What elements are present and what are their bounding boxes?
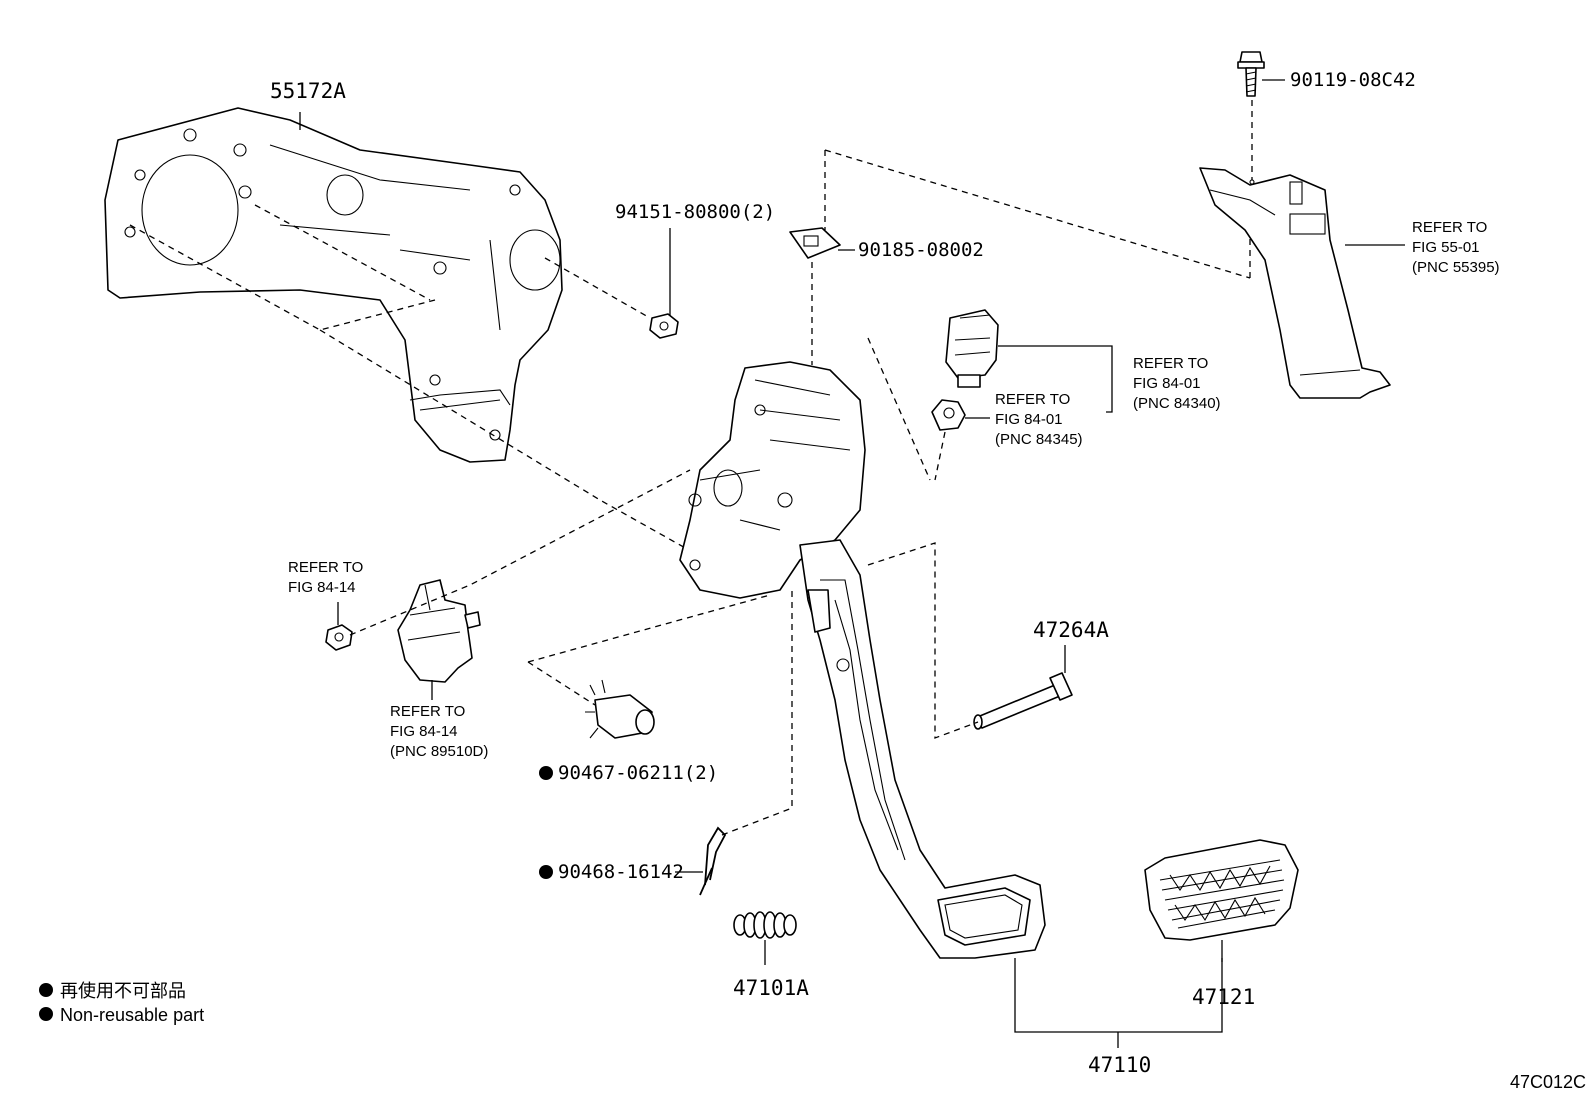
ref-84340-line3: (PNC 84340): [1133, 395, 1221, 412]
pedal-pad-47121: [1144, 839, 1299, 941]
bracket-55172A: [104, 107, 563, 463]
legend-line2: Non-reusable part: [60, 1005, 204, 1025]
brake-pedal-47110: [799, 539, 1046, 959]
legend-dot-1: [39, 983, 53, 997]
label-90467: 90467-06211(2): [558, 762, 718, 784]
stop-lamp-switch-84340: [945, 309, 999, 388]
nut-84-14: [325, 624, 353, 651]
non-reusable-dot-90468: [539, 865, 553, 879]
ref-84340-line1: REFER TO: [1133, 355, 1208, 372]
label-47121: 47121: [1192, 985, 1255, 1009]
label-90119: 90119-08C42: [1290, 69, 1416, 91]
ref-84345-line2: FIG 84-01: [995, 411, 1063, 428]
ref-55395-line1: REFER TO: [1412, 219, 1487, 236]
bracket-55395: [1199, 167, 1391, 399]
bolt-90119: [1237, 51, 1265, 97]
ref-89510-line1: REFER TO: [390, 703, 465, 720]
label-55172A: 55172A: [270, 79, 346, 103]
ref-89510-line2: FIG 84-14: [390, 723, 458, 740]
ref-84340-line2: FIG 84-01: [1133, 375, 1201, 392]
ref-84345-line3: (PNC 84345): [995, 431, 1083, 448]
label-47110: 47110: [1088, 1053, 1151, 1077]
ref-55395-line2: FIG 55-01: [1412, 239, 1480, 256]
legend-line1: 再使用不可部品: [60, 981, 186, 1001]
nut-94151: [649, 313, 679, 339]
bushing-90467: [585, 679, 655, 739]
ref-84-14-line1: REFER TO: [288, 559, 363, 576]
ref-89510-line3: (PNC 89510D): [390, 743, 488, 760]
ref-84345-line1: REFER TO: [995, 391, 1070, 408]
ref-55395-line3: (PNC 55395): [1412, 259, 1500, 276]
clip-90468: [699, 826, 727, 896]
clip-90185: [789, 227, 841, 259]
label-47264A: 47264A: [1033, 618, 1109, 642]
non-reusable-dot-90467: [539, 766, 553, 780]
ref-84-14-line2: FIG 84-14: [288, 579, 356, 596]
pedal-bracket-assembly: [679, 361, 866, 599]
spring-47101A: [733, 911, 797, 939]
sensor-89510D: [397, 579, 481, 683]
cushion-84345: [931, 399, 966, 431]
label-90468: 90468-16142: [558, 861, 684, 883]
legend-dot-2: [39, 1007, 53, 1021]
label-90185: 90185-08002: [858, 239, 984, 261]
label-94151: 94151-80800(2): [615, 201, 775, 223]
label-47101A: 47101A: [733, 976, 809, 1000]
pin-47264A: [973, 672, 1073, 730]
reference-code: 47C012C: [1510, 1072, 1586, 1092]
